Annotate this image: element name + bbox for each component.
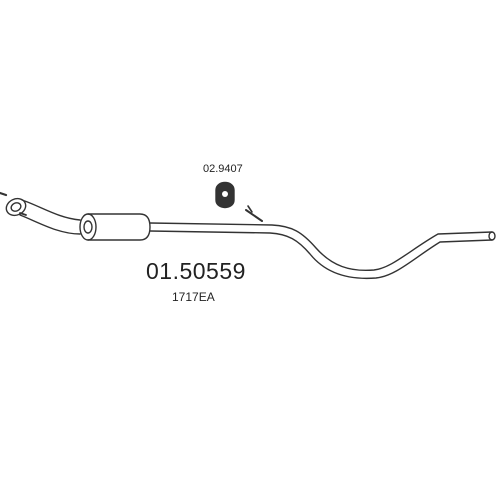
flange-bolt-lower	[19, 212, 27, 216]
flange-bolt	[0, 191, 8, 197]
main-part-number-label: 01.50559	[146, 258, 246, 284]
oe-number-label: 1717EA	[172, 290, 215, 304]
front-pipe	[19, 199, 81, 235]
silencer-body	[79, 213, 151, 241]
front-flange	[5, 197, 27, 217]
rubber-hanger-icon	[215, 181, 235, 209]
rear-pipe-end	[488, 231, 496, 241]
hanger-part-number-label: 02.9407	[203, 163, 243, 175]
hanger-pin	[245, 205, 263, 222]
middle-pipe	[149, 222, 493, 280]
